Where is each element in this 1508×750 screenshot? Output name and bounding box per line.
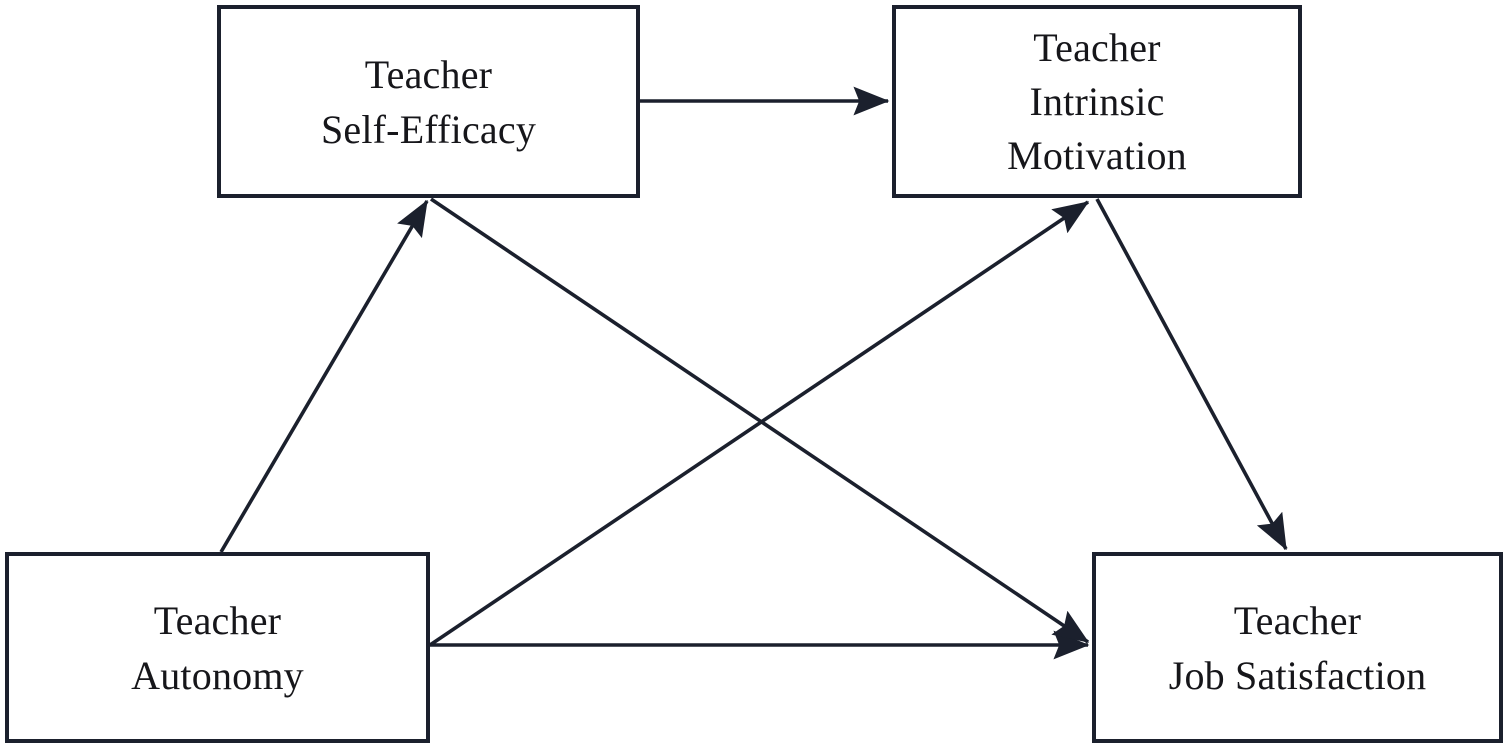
node-label-line: Teacher	[1033, 24, 1161, 70]
node-label-line: Teacher	[1233, 597, 1362, 643]
edge-autonomy-to-self-efficacy	[219, 199, 429, 553]
node-label-line: Autonomy	[131, 652, 304, 698]
node-label-line: Teacher	[153, 597, 282, 643]
edge-intrinsic-motivation-to-job-satisfaction	[1095, 198, 1288, 551]
node-label-line: Job Satisfaction	[1168, 652, 1427, 698]
node-label-line: Teacher	[364, 51, 493, 97]
node-label-line: Intrinsic	[1029, 78, 1165, 124]
node-teacher-self-efficacy[interactable]: Teacher Self-Efficacy	[217, 5, 640, 198]
node-teacher-intrinsic-motivation[interactable]: Teacher Intrinsic Motivation	[892, 5, 1302, 198]
edge-autonomy-to-intrinsic-motivation	[428, 200, 1090, 647]
edge-self-efficacy-to-job-satisfaction	[429, 197, 1090, 644]
node-label-line: Self-Efficacy	[320, 106, 537, 152]
node-teacher-autonomy[interactable]: Teacher Autonomy	[5, 552, 430, 743]
node-label-line: Motivation	[1007, 132, 1187, 178]
node-teacher-job-satisfaction[interactable]: Teacher Job Satisfaction	[1092, 552, 1503, 743]
